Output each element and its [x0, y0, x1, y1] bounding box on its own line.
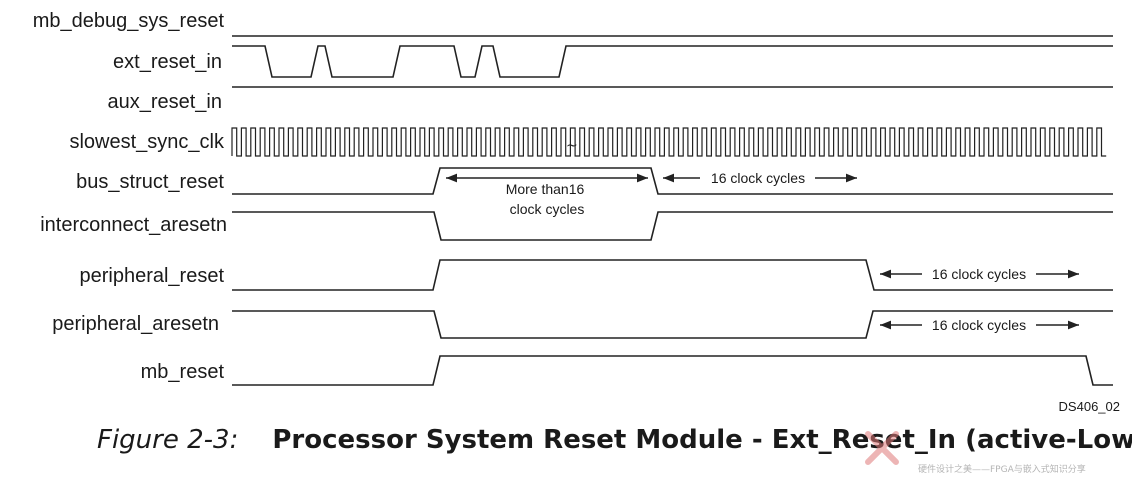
diagram-id: DS406_02	[1059, 399, 1120, 414]
signal-label-ext-reset-in: ext_reset_in	[113, 51, 222, 73]
waveform-peripheral-aresetn	[232, 310, 1113, 339]
signal-label-slowest-sync-clk: slowest_sync_clk	[69, 131, 225, 153]
annotation-peripheral-aresetn-cycles: 16 clock cycles	[932, 317, 1026, 333]
signal-label-aux-reset-in: aux_reset_in	[107, 91, 222, 113]
caption-figure-number: Figure 2-3:	[97, 425, 239, 455]
caption-title: Processor System Reset Module - Ext_Rese…	[272, 425, 1132, 455]
waveform-bus-struct-reset	[232, 167, 1113, 195]
waveform-slowest-sync-clk	[231, 127, 1107, 157]
waveform-peripheral-reset	[232, 259, 1113, 291]
annotation-peripheral-reset-cycles: 16 clock cycles	[932, 266, 1026, 282]
annotation-more-than-line2: clock cycles	[510, 201, 585, 217]
signal-label-peripheral-reset: peripheral_reset	[79, 265, 224, 287]
waveform-mb-reset	[232, 355, 1113, 386]
watermark: 硬件设计之美——FPGA与嵌入式知识分享	[862, 420, 1132, 477]
signal-label-mb-reset: mb_reset	[141, 361, 225, 383]
waveform-interconnect-aresetn	[232, 211, 1113, 241]
figure-caption: Figure 2-3: Processor System Reset Module…	[97, 425, 1132, 455]
watermark-logo-icon	[865, 431, 899, 465]
waveform-ext-reset-in	[232, 45, 1113, 78]
signal-label-bus-struct-reset: bus_struct_reset	[76, 171, 224, 193]
annotation-bus-cycles: 16 clock cycles	[711, 170, 805, 186]
signal-label-interconnect-aresetn: interconnect_aresetn	[40, 214, 227, 236]
signal-label-mb-debug-sys-reset: mb_debug_sys_reset	[33, 10, 225, 32]
clock-break-glyph: ~	[566, 138, 578, 154]
watermark-subtitle: 硬件设计之美——FPGA与嵌入式知识分享	[918, 465, 1086, 475]
signal-label-peripheral-aresetn: peripheral_aresetn	[52, 313, 219, 335]
timing-diagram: mb_debug_sys_reset ext_reset_in aux_rese…	[33, 10, 1120, 414]
annotation-more-than-line1: More than16	[506, 181, 585, 197]
